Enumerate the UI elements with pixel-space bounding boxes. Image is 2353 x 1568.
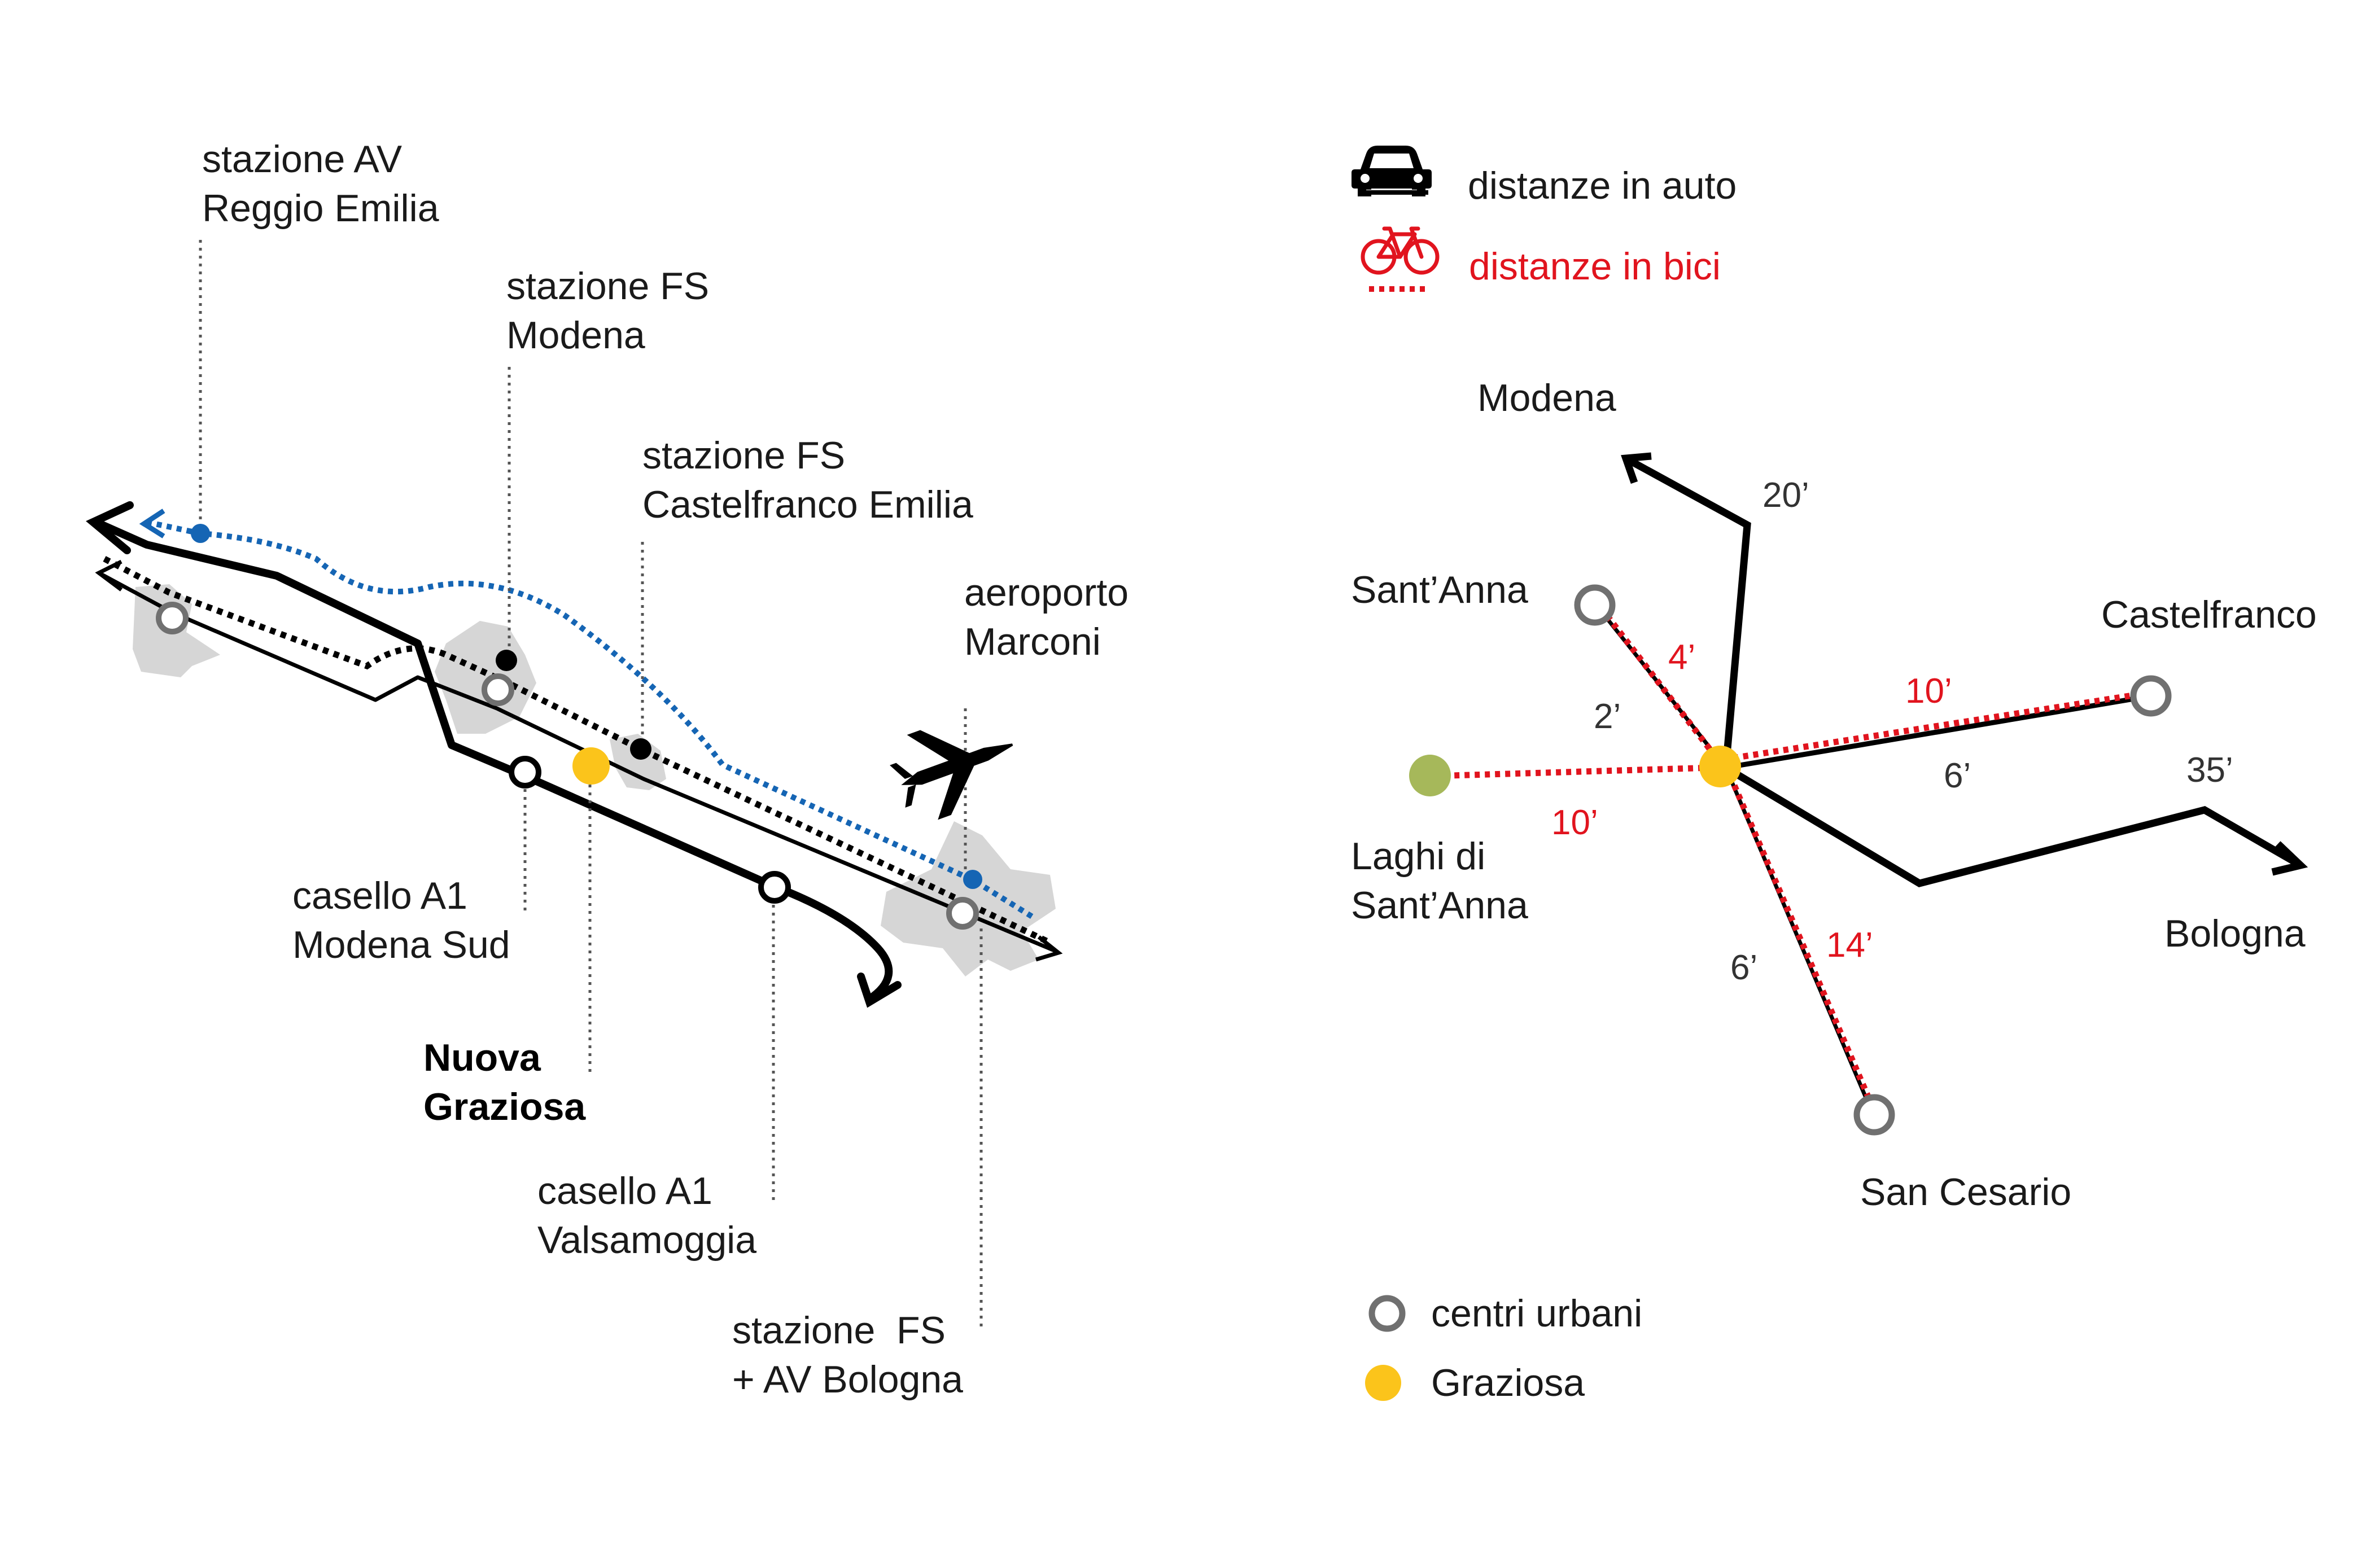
car-arrow-bologna bbox=[2271, 841, 2308, 876]
label-aeroporto-marconi: aeroporto Marconi bbox=[964, 571, 1139, 663]
place-santanna: Sant’Anna bbox=[1351, 568, 1528, 611]
nuova-graziosa-marker bbox=[572, 747, 610, 785]
place-sancesario: San Cesario bbox=[1860, 1171, 2071, 1214]
bike-route-castelfranco bbox=[1733, 691, 2140, 761]
car-icon bbox=[1352, 146, 1432, 196]
legend-auto-label: distanze in auto bbox=[1468, 164, 1737, 207]
label-casello-modena-sud: casello A1 Modena Sud bbox=[292, 874, 510, 966]
station-fs-castelfranco-dot bbox=[630, 738, 651, 760]
legend-bici-label: distanze in bici bbox=[1469, 245, 1721, 288]
left-map: stazione AV Reggio Emilia stazione FS Mo… bbox=[0, 0, 1139, 1401]
time-laghi-bike: 10’ bbox=[1551, 803, 1598, 842]
airplane-icon bbox=[890, 730, 1013, 820]
bicycle-icon bbox=[1361, 226, 1440, 275]
time-castelfranco-bike: 10’ bbox=[1905, 672, 1952, 711]
hs-railway-dotted-blue bbox=[146, 519, 1035, 920]
town-castelfranco-shape bbox=[610, 734, 666, 790]
station-av-reggio-dot bbox=[191, 524, 210, 543]
car-route-bologna bbox=[1724, 764, 2300, 887]
station-fs-modena-dot bbox=[496, 650, 517, 671]
station-av-bologna-dot bbox=[963, 870, 982, 889]
label-stazione-fs-castelfranco: stazione FS Castelfranco Emilia bbox=[642, 434, 973, 526]
legend-centri-ring bbox=[1368, 1295, 1406, 1332]
label-nuova-graziosa: Nuova Graziosa bbox=[423, 1036, 586, 1128]
town-modena-shape bbox=[435, 621, 536, 734]
label-stazione-bologna: stazione FS + AV Bologna bbox=[0, 0, 1020, 1401]
label-casello-valsamoggia: casello A1 Valsamoggia bbox=[537, 1170, 756, 1262]
time-modena-car: 20’ bbox=[1762, 476, 1809, 515]
bike-route-laghi bbox=[1450, 764, 1714, 779]
time-santanna-car: 2’ bbox=[1594, 697, 1621, 736]
node-sancesario bbox=[1853, 1094, 1895, 1136]
legend-transport: distanze in auto distanze in bici bbox=[1352, 146, 1737, 292]
town-reggio-ring bbox=[156, 602, 189, 634]
car-arrow-modena bbox=[1621, 452, 1652, 484]
road-arrow-west-top bbox=[86, 501, 134, 554]
node-santanna bbox=[1574, 584, 1616, 626]
place-bologna: Bologna bbox=[2164, 912, 2306, 955]
hs-arrow-west bbox=[139, 509, 165, 538]
label-stazione-fs-modena: stazione FS Modena bbox=[506, 265, 720, 357]
car-route-castelfranco bbox=[1725, 693, 2151, 770]
right-map: Modena Sant’Anna Castelfranco Laghi di S… bbox=[1351, 376, 2317, 1214]
bike-route-santanna bbox=[1606, 616, 1725, 767]
node-graziosa bbox=[1699, 746, 1741, 787]
time-bologna-car: 35’ bbox=[2186, 751, 2233, 790]
time-santanna-bike: 4’ bbox=[1668, 638, 1695, 677]
town-modena-ring bbox=[482, 673, 514, 706]
place-castelfranco: Castelfranco bbox=[2101, 593, 2317, 636]
car-route-santanna bbox=[1596, 605, 1727, 769]
time-sancesario-bike: 14’ bbox=[1826, 926, 1873, 965]
legend-centri-label: centri urbani bbox=[1431, 1292, 1642, 1335]
railway-dotted-black bbox=[103, 556, 1052, 945]
bike-route-sancesario bbox=[1727, 774, 1872, 1100]
legend-graziosa-label: Graziosa bbox=[1431, 1361, 1585, 1404]
casello-modena-sud-marker bbox=[509, 756, 541, 789]
car-route-modena bbox=[1626, 457, 1751, 768]
place-modena: Modena bbox=[1477, 376, 1616, 419]
casello-valsamoggia-marker bbox=[758, 871, 791, 904]
time-sancesario-car: 6’ bbox=[1730, 948, 1757, 987]
place-laghi: Laghi di Sant’Anna bbox=[1351, 835, 1528, 927]
legend-graziosa-dot bbox=[1365, 1365, 1401, 1401]
time-castelfranco-car: 6’ bbox=[1944, 756, 1971, 795]
road-arrow-south bbox=[857, 973, 902, 1008]
label-stazione-av-reggio: stazione AV Reggio Emilia bbox=[202, 138, 439, 230]
legend-nodes: centri urbani Graziosa bbox=[1365, 1292, 1642, 1404]
town-bologna-ring bbox=[946, 897, 979, 930]
node-laghi bbox=[1409, 755, 1451, 796]
node-castelfranco bbox=[2130, 675, 2172, 717]
